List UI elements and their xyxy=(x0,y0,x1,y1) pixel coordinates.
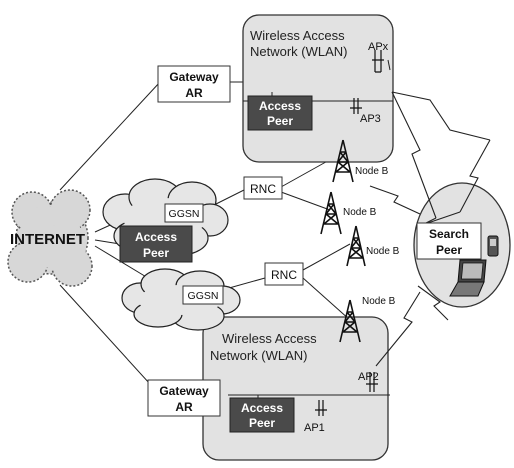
ap2-label: AP2 xyxy=(358,371,379,383)
access-peer-bottom-label-2: Peer xyxy=(249,416,275,430)
node-b-3-label: Node B xyxy=(366,246,400,257)
gateway-ar-top xyxy=(157,65,231,103)
access-point-icon xyxy=(372,50,384,73)
cell-tower-icon xyxy=(339,299,361,343)
ggsn-bottom-label: GGSN xyxy=(188,290,219,302)
access-peer-bottom-label-1: Access xyxy=(241,401,283,415)
ggsn-top xyxy=(164,203,204,223)
rnc-top-label: RNC xyxy=(250,182,276,196)
access-peer-middle xyxy=(119,225,193,263)
gateway-ar-bottom xyxy=(147,379,221,417)
node-b-1-label: Node B xyxy=(355,166,389,177)
ap1-label: AP1 xyxy=(304,422,325,434)
gateway-bottom-label-1: Gateway xyxy=(159,384,209,398)
gateway-top-label-2: AR xyxy=(185,86,203,100)
ap3-label: AP3 xyxy=(360,113,381,125)
cell-tower-icon xyxy=(346,225,366,267)
access-peer-top-label-2: Peer xyxy=(267,114,293,128)
rnc-bottom xyxy=(264,262,304,286)
internet-label: INTERNET xyxy=(10,231,85,248)
search-peer-label-2: Peer xyxy=(436,243,462,257)
ggsn-top-label: GGSN xyxy=(169,208,200,220)
cell-tower-icon xyxy=(332,139,354,183)
access-peer-top xyxy=(247,95,313,131)
node-b-2-label: Node B xyxy=(343,207,377,218)
access-point-icon xyxy=(315,400,327,416)
cell-tower-icon xyxy=(320,191,342,235)
ggsn-bottom xyxy=(182,285,224,305)
laptop-icon xyxy=(449,259,487,297)
rnc-top xyxy=(243,176,283,200)
internet-cloud xyxy=(7,189,93,287)
wireless-links xyxy=(369,91,491,367)
apx-label: APx xyxy=(368,41,389,53)
rnc-bottom-label: RNC xyxy=(271,268,297,282)
access-peer-mid-label-2: Peer xyxy=(143,246,169,260)
search-peer-box xyxy=(416,222,482,260)
access-peer-mid-label-1: Access xyxy=(135,230,177,244)
wlan-bottom-label-2: Network (WLAN) xyxy=(210,348,308,363)
gateway-bottom-label-2: AR xyxy=(175,400,193,414)
access-point-icon xyxy=(350,98,362,114)
access-point-icon xyxy=(366,372,378,392)
wlan-bottom-label-1: Wireless Access xyxy=(222,331,317,346)
search-peer-label-1: Search xyxy=(429,227,469,241)
access-peer-bottom xyxy=(229,397,295,433)
access-peer-top-label-1: Access xyxy=(259,99,301,113)
wlan-top-label-1: Wireless Access xyxy=(250,28,345,43)
wlan-top-label-2: Network (WLAN) xyxy=(250,44,348,59)
gateway-top-label-1: Gateway xyxy=(169,70,219,84)
mobile-phone-icon xyxy=(487,235,499,257)
node-b-4-label: Node B xyxy=(362,296,396,307)
